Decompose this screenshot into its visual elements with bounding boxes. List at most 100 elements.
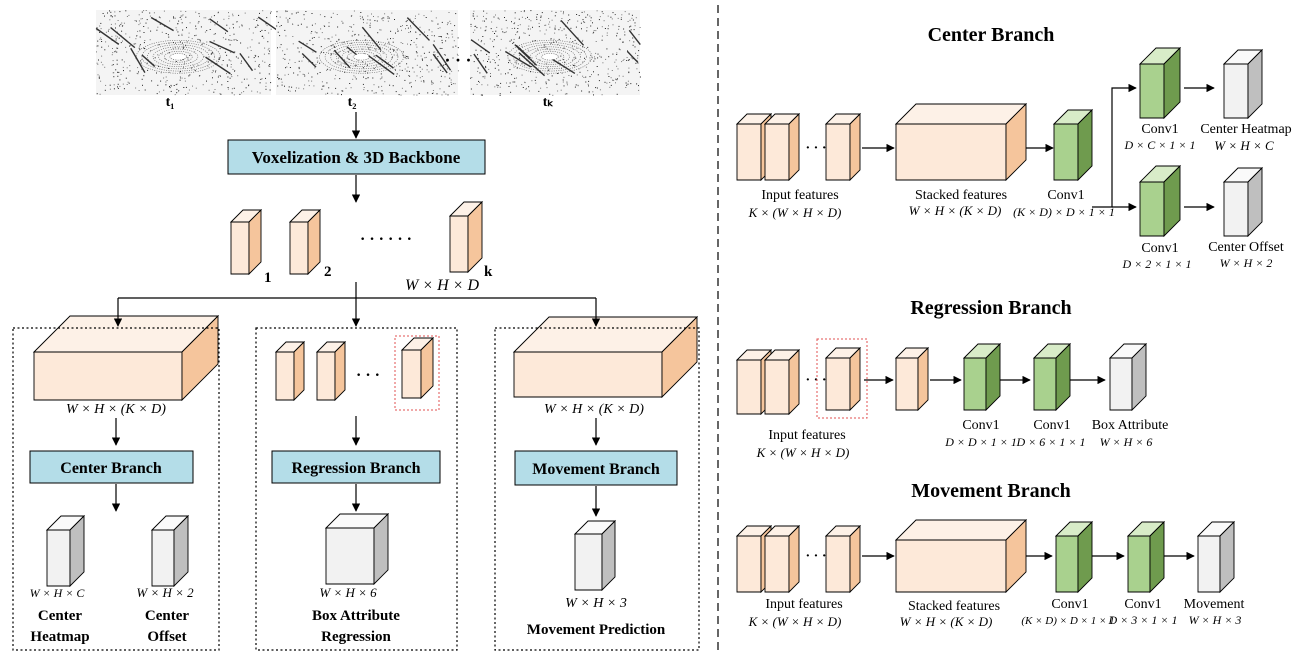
rm-conv2-label: Conv1: [1124, 597, 1161, 612]
movement-stacked-cube: [512, 315, 699, 399]
rm-input-dim: K × (W × H × D): [748, 614, 842, 629]
feature-cube-2: [288, 208, 322, 276]
rc-offset-cube: [1222, 166, 1264, 238]
rc-conv-top-label: Conv1: [1141, 122, 1178, 137]
rr-selected-cube: [894, 346, 930, 412]
feature-label-1: 1: [264, 270, 272, 286]
movement-branch-label: Movement Branch: [532, 461, 660, 478]
rc-stacked-dim: W × H × (K × D): [909, 203, 1002, 218]
regression-input-cube-1: [274, 340, 306, 402]
rc-input-cube-k: [824, 112, 862, 182]
rc-conv-bot-dim: D × 2 × 1 × 1: [1122, 257, 1192, 271]
point-cloud-1: [95, 10, 280, 96]
rc-offset-label: Center Offset: [1208, 240, 1284, 255]
center-stack-dim: W × H × (K × D): [66, 402, 166, 417]
center-heatmap-cube: [45, 514, 86, 588]
rc-offset-dim: W × H × 2: [1220, 256, 1273, 270]
movement-pred-dim: W × H × 3: [565, 596, 627, 611]
center-branch-box: [29, 450, 194, 484]
rm-stacked-label: Stacked features: [908, 599, 1000, 614]
point-cloud-3: [470, 10, 641, 96]
rm-conv1-label: Conv1: [1051, 597, 1088, 612]
point-cloud-frames: [95, 10, 641, 96]
rm-input-label: Input features: [765, 597, 842, 612]
regression-branch-label: Regression Branch: [291, 460, 420, 477]
rm-conv1-dim: (K × D) × D × 1 × 1: [1021, 615, 1114, 627]
rc-input-label: Input features: [761, 188, 838, 203]
center-offset-label-2: Offset: [147, 629, 186, 645]
rm-out-label: Movement: [1184, 597, 1245, 612]
center-heatmap-dim: W × H × C: [30, 586, 86, 600]
regression-highlight-box: [394, 335, 440, 411]
rr-highlight-box: [816, 338, 868, 419]
rr-conv2-dim: D × 6 × 1 × 1: [1016, 435, 1086, 449]
rr-conv2-cube: [1032, 342, 1072, 412]
rr-out-cube: [1108, 342, 1148, 412]
frame-label-2: t₂: [348, 95, 357, 110]
rr-conv1-cube: [962, 342, 1002, 412]
center-offset-label-1: Center: [145, 608, 189, 624]
right-cubes: [735, 46, 1264, 594]
rr-ellipsis: · · ·: [805, 373, 826, 388]
rm-conv1-cube: [1054, 520, 1094, 594]
feature-cube-k: [448, 200, 484, 274]
rc-conv-top-dim: D × C × 1 × 1: [1124, 138, 1196, 152]
center-offset-dim: W × H × 2: [136, 585, 194, 600]
feature-label-2: 2: [324, 264, 332, 280]
rc-stacked-cube: [894, 102, 1028, 182]
rm-stacked-cube: [894, 518, 1028, 594]
movement-pred-cube: [573, 519, 617, 592]
center-heatmap-label-1: Center: [38, 608, 82, 624]
rc-conv-bot-cube: [1138, 164, 1182, 238]
center-panel: [12, 327, 220, 651]
feature-dim-label: W × H × D: [405, 277, 479, 294]
backbone-box: [227, 139, 486, 175]
features-ellipsis: · · · · · ·: [360, 231, 412, 248]
rc-conv-bot-label: Conv1: [1141, 241, 1178, 256]
frame-label-1: t₁: [166, 95, 175, 110]
box-attr-label-2: Regression: [321, 629, 391, 645]
rc-conv-label: Conv1: [1047, 188, 1084, 203]
rc-ellipsis: · · ·: [805, 141, 826, 156]
rr-input-cube-2: [763, 348, 801, 416]
rm-stacked-dim: W × H × (K × D): [900, 614, 993, 629]
rc-input-dim: K × (W × H × D): [748, 205, 842, 220]
regression-input-cube-2: [315, 340, 347, 402]
rr-input-cube-k: [824, 346, 862, 412]
regression-panel: [255, 327, 458, 651]
center-heatmap-label-2: Heatmap: [30, 629, 89, 645]
movement-pred-label: Movement Prediction: [527, 622, 666, 638]
box-attr-dim: W × H × 6: [319, 585, 377, 600]
rc-conv-cube: [1052, 108, 1094, 182]
regression-ellipsis: · · ·: [356, 367, 380, 384]
rm-conv2-dim: D × 3 × 1 × 1: [1108, 613, 1178, 627]
rr-conv1-dim: D × D × 1 × 1: [944, 435, 1017, 449]
rm-out-cube: [1196, 520, 1236, 594]
rm-conv2-cube: [1126, 520, 1166, 594]
center-offset-cube: [150, 514, 190, 588]
regression-input-cube-k: [400, 336, 435, 400]
frames-ellipsis: · · ·: [444, 50, 471, 70]
rr-input-dim: K × (W × H × D): [756, 445, 850, 460]
movement-stack-dim: W × H × (K × D): [544, 402, 644, 417]
backbone-label: Voxelization & 3D Backbone: [252, 148, 461, 167]
rc-branch-up: [1092, 83, 1137, 208]
rm-out-dim: W × H × 3: [1189, 613, 1242, 627]
movement-branch-box: [514, 450, 678, 486]
regression-branch-box: [271, 450, 441, 484]
rc-conv-dim: (K × D) × D × 1 × 1: [1013, 205, 1115, 219]
rr-conv2-label: Conv1: [1033, 418, 1070, 433]
rc-heatmap-label: Center Heatmap: [1200, 122, 1291, 137]
rc-input-cube-2: [763, 112, 801, 182]
rm-ellipsis: · · ·: [805, 549, 826, 564]
left-feature-cubes: [32, 200, 699, 592]
frame-label-k: tₖ: [543, 95, 554, 110]
point-cloud-2: [276, 10, 459, 96]
rr-input-label: Input features: [768, 428, 845, 443]
rr-out-label: Box Attribute: [1092, 418, 1169, 433]
rc-heatmap-dim: W × H × C: [1214, 138, 1274, 153]
rc-heatmap-cube: [1222, 48, 1264, 120]
rr-conv1-label: Conv1: [962, 418, 999, 433]
rc-conv-top-cube: [1138, 46, 1182, 120]
